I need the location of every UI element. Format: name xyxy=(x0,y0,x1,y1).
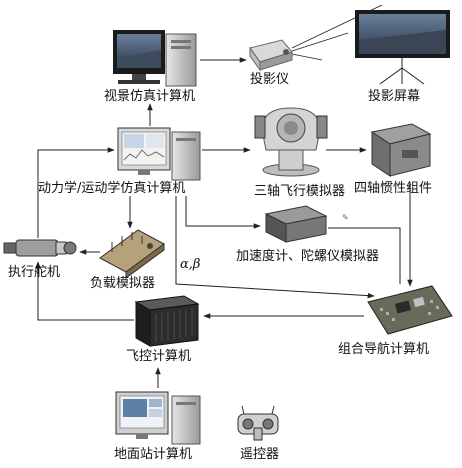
visual-computer-icon xyxy=(113,30,197,87)
label-flight-control-computer: 飞控计算机 xyxy=(126,349,192,364)
flight-simulator-icon xyxy=(254,107,328,177)
arrow-dyn-to-accelgyro xyxy=(185,196,261,229)
arrow-actuator-to-dyn xyxy=(37,147,115,238)
label-accel-gyro-simulator: 加速度计、陀螺仪模拟器 xyxy=(236,249,380,264)
label-flight-simulator: 三轴飞行模拟器 xyxy=(254,184,346,199)
label-nav-computer: 组合导航计算机 xyxy=(338,342,430,357)
label-remote-controller: 遥控器 xyxy=(240,447,280,462)
projector-icon xyxy=(249,39,293,72)
label-ground-station: 地面站计算机 xyxy=(114,447,193,462)
projection-screen-icon xyxy=(355,10,450,85)
label-projector: 投影仪 xyxy=(250,72,290,87)
cable-mark: ✎ xyxy=(342,213,349,222)
remote-controller-icon xyxy=(237,405,279,441)
arrow-fcc-to-actuator xyxy=(35,261,134,321)
load-simulator-icon xyxy=(99,229,165,279)
imu-icon xyxy=(370,123,432,177)
arrow-alphabeta-to-nav xyxy=(175,196,375,299)
arrow-accelgyro-to-nav xyxy=(328,227,401,284)
label-load-simulator: 负载模拟器 xyxy=(90,276,156,291)
label-alpha-beta: α,β xyxy=(180,257,201,272)
label-dynamics-computer: 动力学/运动学仿真计算机 xyxy=(38,181,186,196)
dynamics-computer-icon xyxy=(117,127,201,181)
nav-computer-icon xyxy=(367,285,453,335)
label-actuator: 执行舵机 xyxy=(8,265,61,280)
connections xyxy=(35,57,413,388)
ground-station-icon xyxy=(115,391,201,445)
label-imu: 四轴惯性组件 xyxy=(354,181,433,196)
flight-control-computer-icon xyxy=(134,295,200,347)
actuator-icon xyxy=(3,239,77,257)
accel-gyro-simulator-icon xyxy=(264,205,328,243)
label-projection-screen: 投影屏幕 xyxy=(368,89,421,104)
label-visual-computer: 视景仿真计算机 xyxy=(104,89,196,104)
